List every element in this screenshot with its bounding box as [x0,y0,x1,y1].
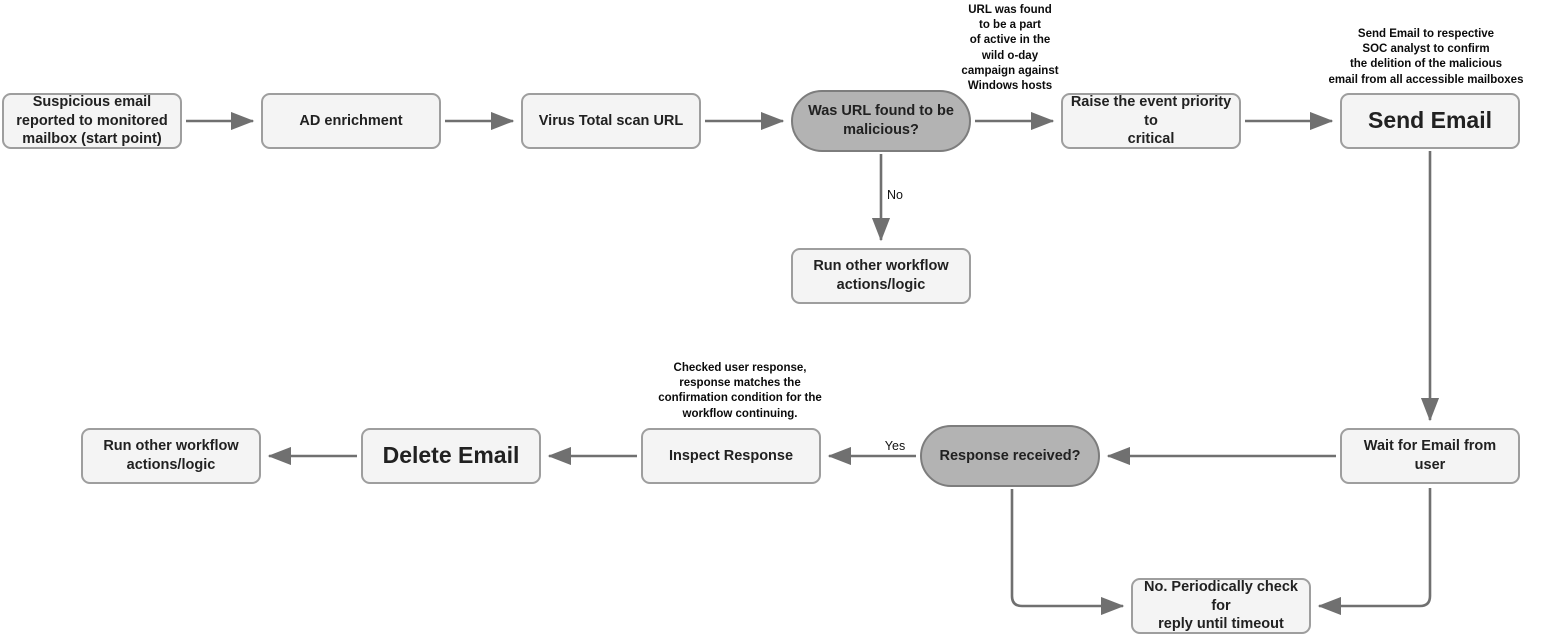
node-label-response_received: Response received? [939,447,1081,464]
node-wait_email[interactable]: Wait for Email from user [1340,428,1520,484]
edge-label-no_branch: No [887,188,903,202]
node-label-periodic_check: No. Periodically check for reply until t… [1144,579,1298,633]
node-start[interactable]: Suspicious email reported to monitored m… [2,93,182,149]
edge-label-yes_branch: Yes [884,439,906,453]
node-label-wait_email: Wait for Email from user [1363,438,1497,473]
node-periodic_check[interactable]: No. Periodically check for reply until t… [1131,578,1311,634]
edge-wait-loop-to-periodic [1317,488,1432,616]
node-label-run_other_2: Run other workflow actions/logic [103,438,239,473]
node-run_other_2[interactable]: Run other workflow actions/logic [81,428,261,484]
node-vt_scan[interactable]: Virus Total scan URL [521,93,701,149]
node-label-raise_priority: Raise the event priority to critical [1070,94,1232,148]
node-label-ad_enrichment: AD enrichment [299,112,403,129]
edge-response-no-to-periodic [1010,489,1125,616]
node-run_other_1[interactable]: Run other workflow actions/logic [791,248,971,304]
node-send_email[interactable]: Send Email [1340,93,1520,149]
node-inspect_response[interactable]: Inspect Response [641,428,821,484]
node-label-vt_scan: Virus Total scan URL [538,112,684,129]
node-label-delete_email: Delete Email [382,442,520,469]
edge-label-checked_response: Checked user response, response matches … [658,362,822,420]
node-response_received[interactable]: Response received? [920,425,1100,487]
edge-label-send_email_note: Send Email to respective SOC analyst to … [1328,28,1524,86]
node-label-start: Suspicious email reported to monitored m… [16,94,168,148]
node-label-run_other_1: Run other workflow actions/logic [813,258,949,293]
node-label-url_malicious: Was URL found to be malicious? [808,103,954,138]
edge-label-url_active_campaign: URL was found to be a part of active in … [961,4,1059,92]
node-delete_email[interactable]: Delete Email [361,428,541,484]
node-url_malicious[interactable]: Was URL found to be malicious? [791,90,971,152]
node-ad_enrichment[interactable]: AD enrichment [261,93,441,149]
node-raise_priority[interactable]: Raise the event priority to critical [1061,93,1241,149]
node-label-inspect_response: Inspect Response [668,447,794,464]
node-label-send_email: Send Email [1368,107,1492,134]
